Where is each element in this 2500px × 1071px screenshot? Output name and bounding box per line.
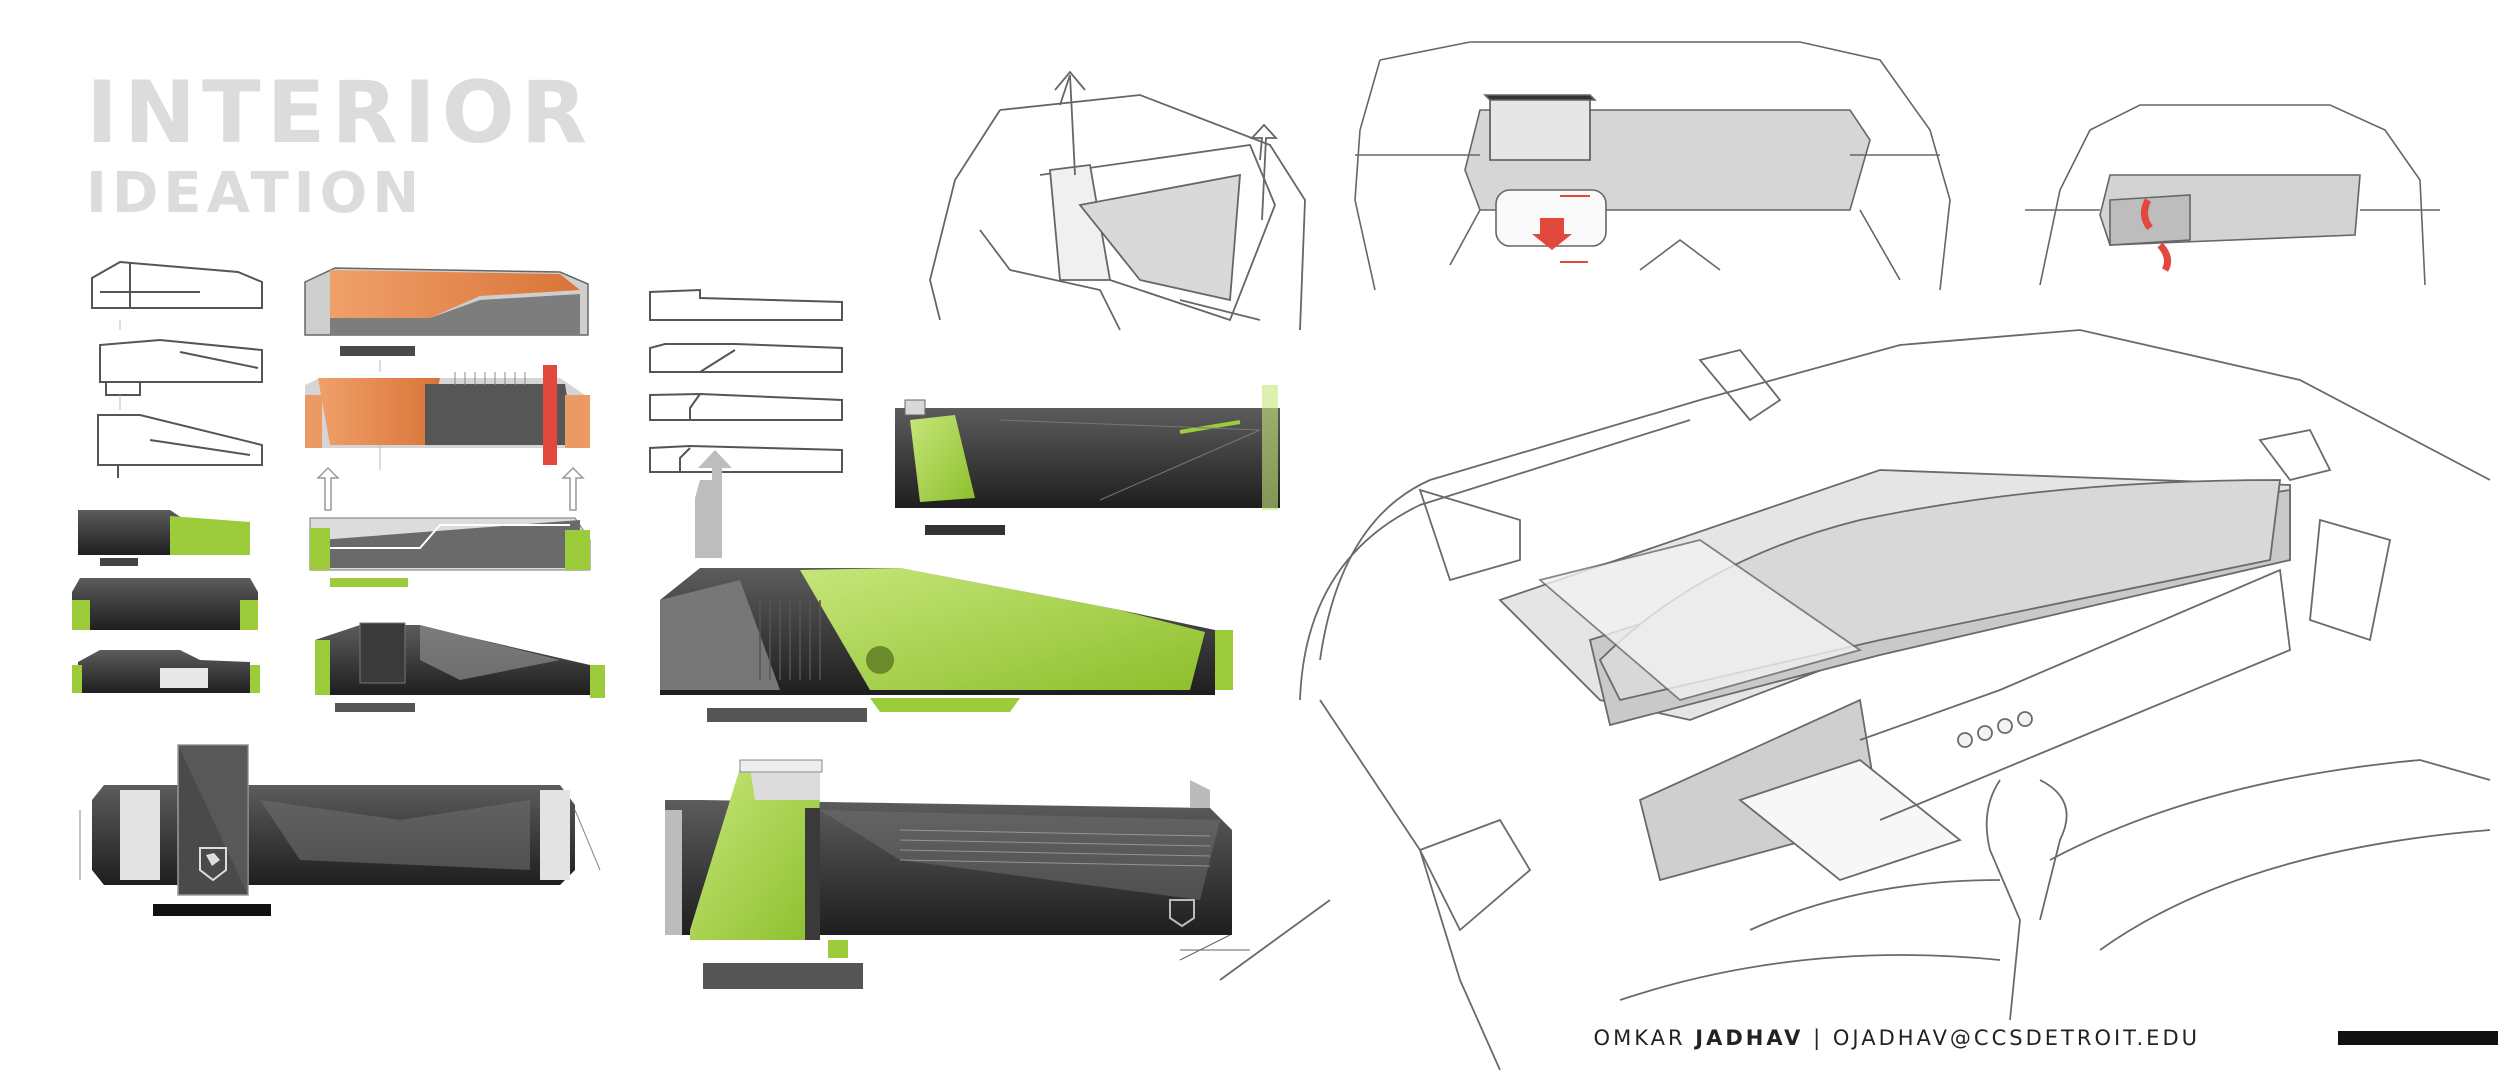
cockpit-sketch-2 xyxy=(1354,41,1951,291)
col2-studies xyxy=(304,267,605,712)
cockpit-sketch-3 xyxy=(2025,104,2440,286)
peugeot-lion-logo xyxy=(199,847,227,882)
red-rotate-arrow-2 xyxy=(2141,198,2172,272)
designer-email: OJADHAV@CCSDETROIT.EDU xyxy=(1832,1026,2200,1050)
study-4a xyxy=(895,385,1280,535)
title-line-1: INTERIOR xyxy=(86,63,593,163)
study-7a xyxy=(665,759,1250,989)
footer-separator: | xyxy=(1813,1026,1824,1050)
col3-line-sketches xyxy=(649,288,843,473)
col1-color-studies xyxy=(72,510,260,693)
page-title: INTERIOR IDEATION xyxy=(86,70,593,222)
study-1e xyxy=(72,578,258,630)
red-rotate-arrow xyxy=(1532,195,1590,263)
designer-last-name: JADHAV xyxy=(1695,1026,1804,1050)
title-line-2: IDEATION xyxy=(86,161,425,226)
footer-credit: OMKAR JADHAV | OJADHAV@CCSDETROIT.EDU xyxy=(1594,1026,2200,1050)
sketch-3d xyxy=(649,444,843,473)
cockpit-sketch-1 xyxy=(929,70,1306,331)
footer-bar xyxy=(2338,1031,2498,1045)
sketch-3b xyxy=(649,343,843,373)
col1-line-sketches xyxy=(91,260,263,478)
study-6a xyxy=(79,744,601,916)
sketch-3a xyxy=(649,288,843,321)
sketch-1a xyxy=(91,260,263,309)
sketch-1c xyxy=(97,414,263,466)
main-interior-sketch xyxy=(1219,329,2491,1071)
sketch-1b xyxy=(99,338,263,383)
study-5a xyxy=(660,450,1233,722)
sketch-3c xyxy=(649,392,843,421)
peugeot-lion-logo-2 xyxy=(1169,899,1195,928)
designer-first-name: OMKAR xyxy=(1593,1026,1686,1050)
